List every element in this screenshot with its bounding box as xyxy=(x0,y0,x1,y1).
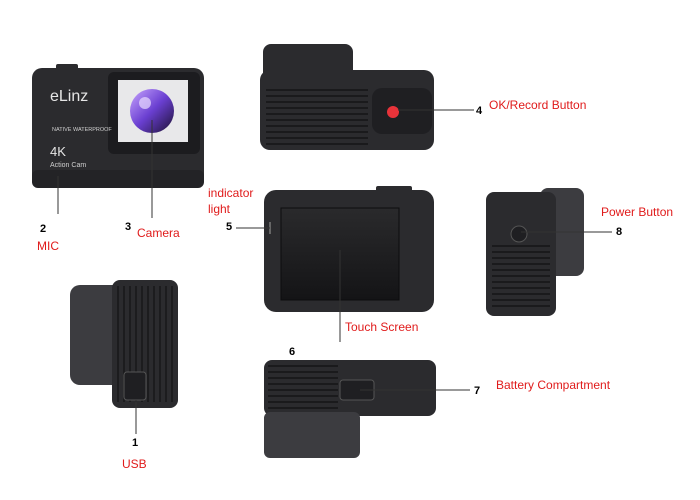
callout-number-1: 1 xyxy=(132,437,138,449)
callout-label-battery: Battery Compartment xyxy=(496,378,611,392)
record-dot-icon xyxy=(387,106,399,118)
callout-label-touch-screen: Touch Screen xyxy=(345,320,418,334)
brand-logo: eLinz xyxy=(50,88,88,105)
side-camera-view-usb xyxy=(70,280,178,408)
callout-label-usb: USB xyxy=(122,457,147,471)
callout-label-camera: Camera xyxy=(137,226,180,240)
front-camera-view: eLinz NATIVE WATERPROOF 4K Action Cam xyxy=(32,64,204,188)
tagline-text: NATIVE WATERPROOF xyxy=(52,127,112,133)
callout-number-4: 4 xyxy=(476,105,483,117)
callout-number-6: 6 xyxy=(289,346,295,358)
back-camera-view xyxy=(264,186,434,312)
callout-label-power-button: Power Button xyxy=(601,205,673,219)
resolution-text: 4K xyxy=(50,144,66,159)
top-camera-view xyxy=(260,44,434,150)
callout-label-record-button: OK/Record Button xyxy=(489,98,586,112)
callout-label-light: light xyxy=(208,202,231,216)
model-text: Action Cam xyxy=(50,162,86,169)
callout-number-5: 5 xyxy=(226,221,232,233)
record-button xyxy=(372,88,432,134)
bottom-camera-view xyxy=(264,360,436,458)
callout-number-7: 7 xyxy=(474,385,480,397)
side-camera-view-power xyxy=(486,188,584,316)
callout-number-2: 2 xyxy=(40,223,46,235)
callout-label-mic: MIC xyxy=(37,239,59,253)
usb-door xyxy=(123,371,147,401)
power-button xyxy=(510,225,528,243)
callout-label-indicator: indicator xyxy=(208,186,253,200)
callout-number-8: 8 xyxy=(616,226,622,238)
callout-number-3: 3 xyxy=(125,221,131,233)
